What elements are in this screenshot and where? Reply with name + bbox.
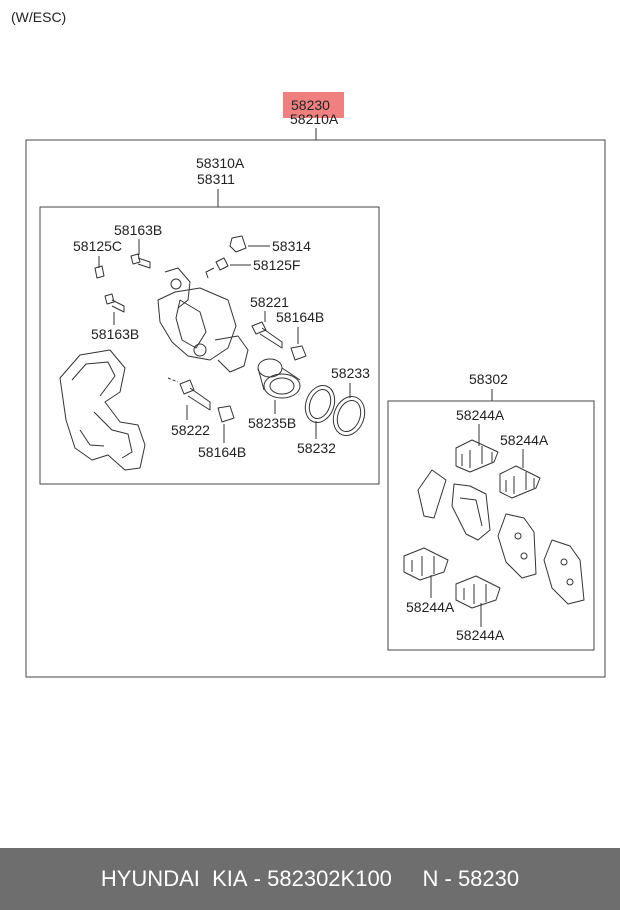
caliper-frame <box>39 206 380 485</box>
callout-58244A-2[interactable]: 58244A <box>500 432 549 448</box>
clip-58244A-4-drawing <box>455 575 501 609</box>
footer-sep: - <box>247 866 268 891</box>
shim-drawing <box>417 469 447 519</box>
callout-58163B-bottom[interactable]: 58163B <box>91 326 139 342</box>
boot-58164B-top-drawing <box>290 345 307 361</box>
callout-58244A-3[interactable]: 58244A <box>406 599 455 615</box>
callout-58125C[interactable]: 58125C <box>73 238 122 254</box>
footer-brand: HYUNDAI KIA <box>100 866 248 891</box>
seal-58232-drawing <box>304 385 336 423</box>
callout-58222[interactable]: 58222 <box>171 422 210 438</box>
callout-58125F[interactable]: 58125F <box>253 257 300 273</box>
callout-58164B-top[interactable]: 58164B <box>276 309 324 325</box>
pad-1-drawing <box>451 483 491 541</box>
highlight-box[interactable] <box>283 92 344 118</box>
seal-58233-drawing <box>332 396 366 436</box>
footer-part-code[interactable]: 582302K100 <box>267 866 392 891</box>
pad-3-drawing <box>543 539 585 605</box>
bolt-58163B-top-drawing <box>130 253 151 269</box>
assembly-frame <box>25 139 606 678</box>
caliper-housing-drawing <box>157 267 249 373</box>
callout-58314[interactable]: 58314 <box>272 238 311 254</box>
footer-gap <box>392 866 423 892</box>
footer-n-value[interactable]: 58230 <box>457 866 520 891</box>
clip-58244A-2-drawing <box>499 465 541 499</box>
assembly-part-number[interactable]: 58230 <box>291 97 330 113</box>
pad-kit-frame <box>387 400 595 651</box>
callout-58233[interactable]: 58233 <box>331 365 370 381</box>
callout-58163B-top[interactable]: 58163B <box>114 222 162 238</box>
caliper-bracket-drawing <box>59 349 146 471</box>
bleeder-58125F-drawing <box>205 257 229 279</box>
variant-note: (W/ESC) <box>11 9 66 25</box>
caliper-label-1[interactable]: 58310A <box>196 155 245 171</box>
callout-58232[interactable]: 58232 <box>297 440 336 456</box>
footer-bar: HYUNDAI KIA - 582302K100 N - 58230 <box>0 848 620 910</box>
callout-58244A-1[interactable]: 58244A <box>456 407 505 423</box>
caliper-label-2[interactable]: 58311 <box>197 171 235 187</box>
callout-58244A-4[interactable]: 58244A <box>456 627 505 643</box>
bolt-58163B-bottom-drawing <box>104 293 125 313</box>
cap-58314-drawing <box>229 235 247 253</box>
boot-58164B-bottom-drawing <box>217 405 235 423</box>
assembly-part-alt[interactable]: 58210A <box>290 111 339 127</box>
clip-58244A-3-drawing <box>403 547 449 581</box>
pad-2-drawing <box>497 513 537 579</box>
footer-n-label: N - <box>422 866 458 891</box>
pin-58221-drawing <box>251 321 283 349</box>
callout-58164B-bottom[interactable]: 58164B <box>198 444 246 460</box>
clip-58244A-1-drawing <box>455 439 499 473</box>
piston-58235B-drawing <box>257 358 301 399</box>
bolt-58125C-drawing <box>94 265 105 279</box>
pad-kit-label[interactable]: 58302 <box>469 371 508 387</box>
pin-58222-drawing <box>167 377 211 411</box>
callout-58235B[interactable]: 58235B <box>248 415 296 431</box>
callout-58221[interactable]: 58221 <box>250 294 289 310</box>
parts-diagram: (W/ESC) 58230 58210A 58310A 58311 58302 … <box>11 9 606 678</box>
